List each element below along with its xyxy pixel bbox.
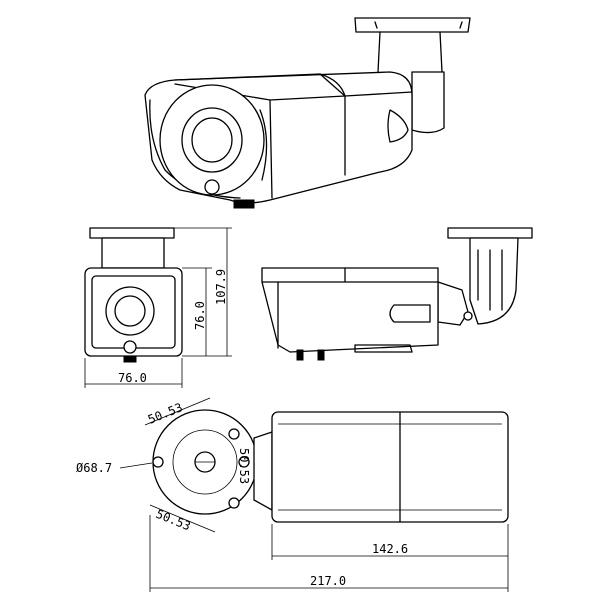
hole-top [228,428,240,440]
bracket-plate [354,17,471,33]
side-cable-2 [317,349,325,361]
side-cable-1 [296,349,304,361]
dim-label-diameter: Ø68.7 [76,461,112,475]
top-housing [271,411,509,523]
side-bracket-ribs [477,249,503,311]
side-sunshield-lines [261,267,439,283]
hole-left [152,456,164,468]
bracket-screws [374,21,463,29]
dim-label-total-length: 217.0 [310,574,346,588]
hole-bottom [228,497,240,509]
side-view [261,227,533,361]
isometric-view [144,17,471,209]
top-view: 50.53 50.53 50.53 Ø68.7 142.6 217.0 [76,397,509,592]
front-bracket-plate [89,227,175,239]
front-view: 76.0 76.0 107.9 [84,227,232,388]
cable-gland [233,199,255,209]
dim-line-mount-bottom [149,504,216,533]
side-joint-screw [463,311,473,321]
mount-neck [253,431,273,511]
face-edge-right [259,109,268,181]
dim-label-body-height: 76.0 [193,301,207,330]
front-ir-sensor [123,340,137,354]
front-lens-inner [114,295,146,327]
bracket-arm [377,31,443,73]
dim-label-front-width: 76.0 [118,371,147,385]
bracket-joint [411,71,445,134]
dim-leader-diameter [119,462,153,469]
front-gland [123,355,137,363]
front-bracket-arm [101,237,165,269]
hole-right [238,456,250,468]
side-bracket-arm [469,237,519,325]
side-base-strip [354,344,413,353]
sunshield-edge [269,99,273,199]
ir-sensor [204,179,220,195]
dim-label-total-height: 107.9 [214,269,228,305]
dim-label-body-length: 142.6 [372,542,408,556]
housing-top-edge [344,91,413,97]
side-bracket-plate [447,227,533,239]
lens-glass [191,117,233,163]
dim-line-mount-top [144,397,211,426]
side-port [389,304,431,323]
dim-label-mount-right: 50.53 [237,448,251,484]
side-joint [437,281,469,326]
side-port [387,109,409,143]
mount-inner-ring [172,429,238,495]
